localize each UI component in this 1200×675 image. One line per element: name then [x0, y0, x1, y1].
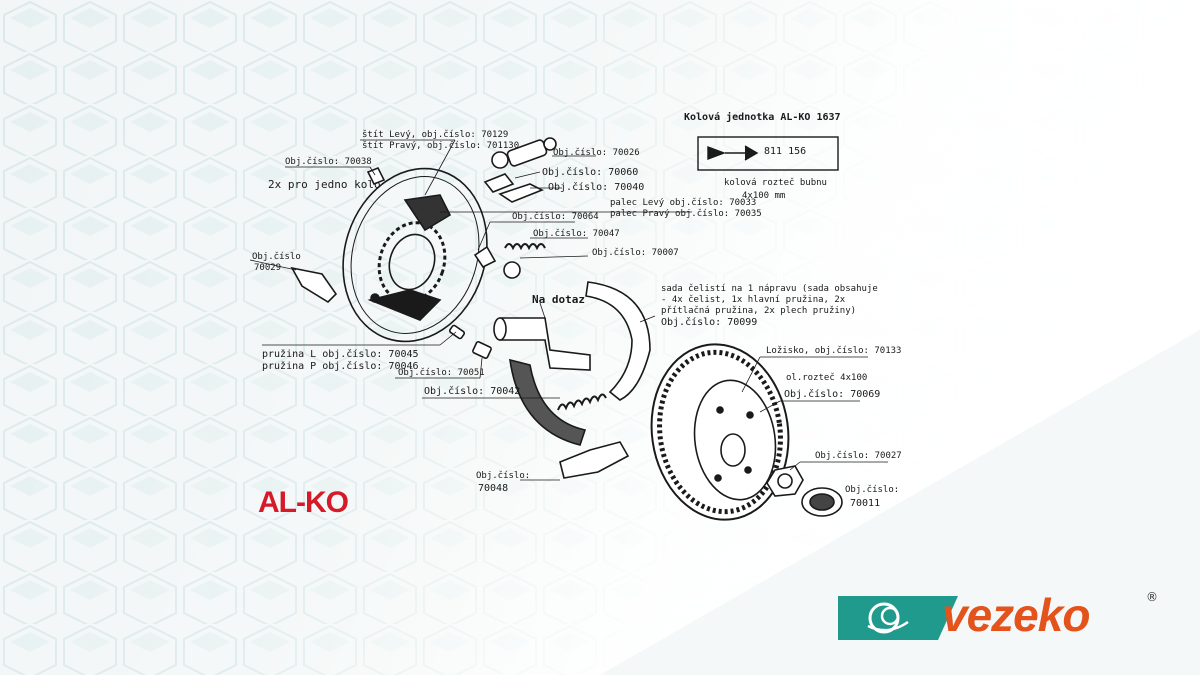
- label-70047: Obj.číslo: 70047: [533, 229, 620, 239]
- label-na-dotaz: Na dotaz: [532, 293, 585, 306]
- label-70011-a: Obj.číslo:: [845, 485, 900, 495]
- label-palec-right: palec Pravý obj.číslo: 70035: [610, 209, 762, 219]
- label-set-line1: sada čelistí na 1 nápravu (sada obsahuje: [661, 284, 878, 294]
- label-70064: Obj.číslo: 70064: [512, 212, 599, 222]
- label-drum-pitch: ol.rozteč 4x100: [786, 373, 868, 383]
- cylinder-70026: [491, 137, 557, 169]
- label-per-wheel: 2x pro jedno kolo: [268, 178, 381, 191]
- axle-shaft: [493, 317, 591, 371]
- label-70029-a: Obj.číslo: [252, 252, 301, 262]
- backing-plate: [342, 167, 488, 343]
- label-70011-b: 70011: [850, 498, 881, 509]
- label-70040: Obj.číslo: 70040: [548, 182, 645, 193]
- legend-pitch-label: kolová rozteč bubnu: [724, 178, 827, 188]
- label-70048-b: 70048: [478, 483, 509, 494]
- label-70029-b: 70029: [254, 263, 282, 273]
- pin-70045: [448, 324, 466, 340]
- label-shield-left: štít Levý, obj.číslo: 70129: [362, 130, 509, 140]
- label-70007: Obj.číslo: 70007: [592, 248, 679, 258]
- vezeko-logo: vezeko ®: [838, 589, 1168, 642]
- label-70048-a: Obj.číslo:: [476, 471, 531, 481]
- label-70027: Obj.číslo: 70027: [815, 451, 902, 461]
- wheel-unit-box: [697, 136, 839, 171]
- lever-70048: [559, 441, 630, 479]
- part-70051: [472, 341, 492, 359]
- spring-70047: [504, 243, 546, 251]
- label-palec-left: palec Levý obj.číslo: 70033: [610, 198, 757, 208]
- label-set-line3: přítlačná pružina, 2x plech pružiny): [661, 306, 857, 316]
- label-70042: Obj.číslo: 70042: [424, 386, 521, 397]
- brake-drum-70069: [650, 343, 790, 521]
- brake-shoe-top: [585, 281, 651, 401]
- spring-70042: [557, 393, 607, 411]
- registered-mark: ®: [1146, 590, 1158, 604]
- legend-number: 811 156: [764, 146, 807, 157]
- vezeko-emblem-icon: [838, 596, 958, 640]
- vezeko-wordmark: vezeko: [942, 589, 1090, 641]
- label-70069: Obj.číslo: 70069: [784, 389, 881, 400]
- label-shield-right: štít Pravý, obj.číslo: 701130: [362, 141, 520, 151]
- label-spring-l: pružina L obj.číslo: 70045: [262, 349, 419, 360]
- label-70026: Obj.číslo: 70026: [553, 148, 640, 158]
- part-70040: [498, 183, 544, 203]
- label-70038: Obj.číslo: 70038: [285, 157, 372, 167]
- part-70007: [503, 261, 521, 279]
- part-70060: [483, 173, 515, 193]
- clip-70029: [290, 266, 338, 304]
- brake-shoe-bottom: [509, 358, 587, 446]
- legend-title: Kolová jednotka AL-KO 1637: [684, 112, 841, 123]
- label-70051: Obj.číslo: 70051: [398, 368, 485, 378]
- label-bearing: Ložisko, obj.číslo: 70133: [766, 346, 902, 356]
- label-set-line2: - 4x čelist, 1x hlavní pružina, 2x: [661, 295, 846, 305]
- part-70064: [473, 245, 497, 269]
- label-spring-p: pružina P obj.číslo: 70046: [262, 361, 419, 372]
- label-set-line4: Obj.číslo: 70099: [661, 317, 758, 328]
- label-70060: Obj.číslo: 70060: [542, 167, 639, 178]
- clip-70038: [366, 166, 386, 186]
- alko-logo: AL-KO: [258, 486, 349, 519]
- legend-pitch-value: 4x100 mm: [742, 191, 786, 201]
